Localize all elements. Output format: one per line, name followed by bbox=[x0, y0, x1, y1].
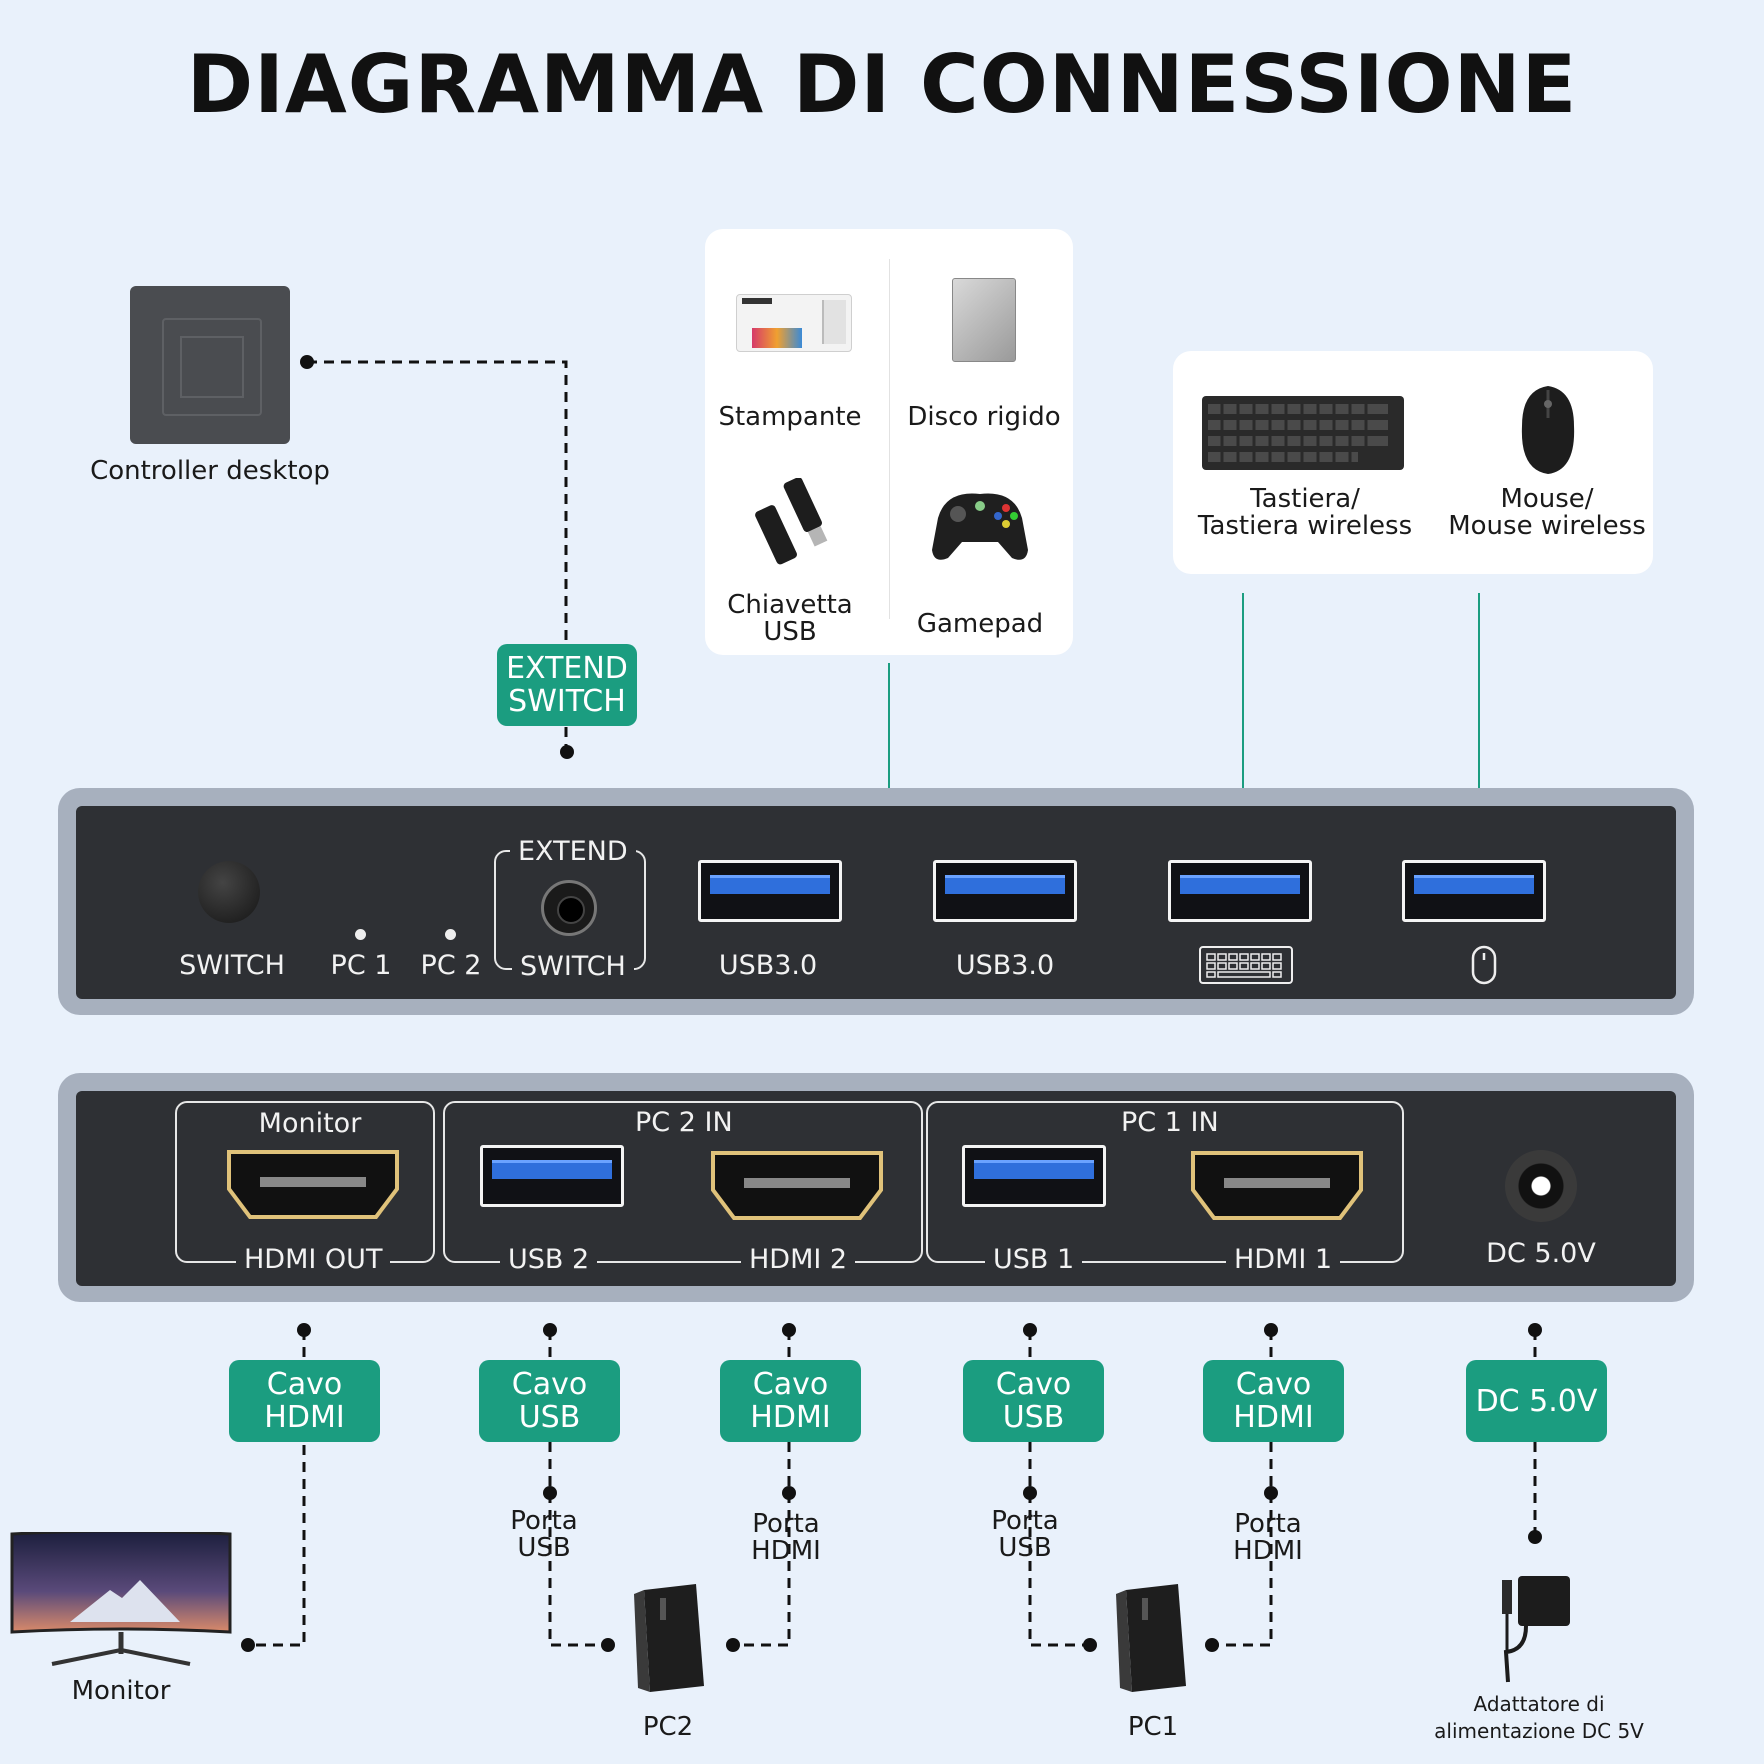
printer-label: Stampante bbox=[718, 402, 862, 432]
pc1-device-label: PC1 bbox=[1127, 1712, 1179, 1742]
hdmi-out-label: HDMI OUT bbox=[236, 1244, 391, 1275]
dc-power-jack[interactable] bbox=[1505, 1150, 1577, 1222]
front-usb3-port-2[interactable] bbox=[933, 860, 1077, 922]
pc1-in-label: PC 1 IN bbox=[1121, 1107, 1219, 1138]
power-adapter-icon bbox=[1502, 1576, 1570, 1683]
keyboard-label: Tastiera/ Tastiera wireless bbox=[1197, 484, 1413, 541]
controller-device bbox=[130, 286, 290, 444]
monitor-group-label: Monitor bbox=[258, 1108, 362, 1139]
mouse-label: Mouse/ Mouse wireless bbox=[1448, 484, 1646, 541]
front-panel bbox=[58, 788, 1694, 1015]
pc2-device-label: PC2 bbox=[642, 1712, 694, 1742]
front-mouse-port[interactable] bbox=[1402, 860, 1546, 922]
gamepad-icon bbox=[932, 493, 1028, 560]
extend-top-label: EXTEND bbox=[510, 836, 636, 867]
hdmi1-label: HDMI 1 bbox=[1226, 1244, 1341, 1275]
pc2-input-frame bbox=[443, 1101, 923, 1263]
pc1-hdmi-port-label: Porta HDMI bbox=[1233, 1509, 1303, 1566]
printer-icon bbox=[736, 284, 852, 362]
pc2-hdmi-port[interactable] bbox=[710, 1150, 884, 1222]
keyboard-icon bbox=[1202, 396, 1404, 470]
pc1-input-frame bbox=[926, 1101, 1404, 1263]
front-keyboard-port[interactable] bbox=[1168, 860, 1312, 922]
page-title: DIAGRAMMA DI CONNESSIONE bbox=[186, 38, 1578, 131]
pc1-tower-icon bbox=[1116, 1584, 1186, 1692]
controller-label: Controller desktop bbox=[90, 456, 330, 486]
extend-bottom-label: SWITCH bbox=[512, 951, 634, 982]
pc2-tower-icon bbox=[634, 1584, 704, 1692]
monitor-hdmi-cable-badge: Cavo HDMI bbox=[229, 1360, 380, 1442]
extend-switch-badge: EXTEND SWITCH bbox=[497, 644, 637, 726]
pc1-usb-port-label: Porta USB bbox=[991, 1506, 1059, 1563]
usb-stick-icon bbox=[755, 478, 828, 565]
pc2-in-label: PC 2 IN bbox=[635, 1107, 733, 1138]
pc2-usb-cable-badge: Cavo USB bbox=[479, 1360, 620, 1442]
pc2-led-label: PC 2 bbox=[420, 950, 482, 981]
monitor-icon bbox=[10, 1532, 232, 1666]
pc2-hdmi-cable-badge: Cavo HDMI bbox=[720, 1360, 861, 1442]
pc1-usb-port[interactable] bbox=[962, 1145, 1106, 1207]
hdmi2-label: HDMI 2 bbox=[741, 1244, 856, 1275]
pc1-led bbox=[355, 929, 366, 940]
usb-stick-label: Chiavetta USB bbox=[727, 590, 853, 647]
dc-port-label: DC 5.0V bbox=[1486, 1238, 1596, 1269]
front-usb3-label-2: USB3.0 bbox=[955, 950, 1055, 981]
pc1-led-label: PC 1 bbox=[330, 950, 392, 981]
switch-button[interactable] bbox=[198, 861, 260, 923]
front-usb3-port-1[interactable] bbox=[698, 860, 842, 922]
pc2-usb-port-label: Porta USB bbox=[510, 1506, 578, 1563]
front-usb3-label-1: USB3.0 bbox=[718, 950, 818, 981]
monitor-device-label: Monitor bbox=[71, 1676, 171, 1706]
mouse-icon bbox=[1521, 386, 1575, 474]
adapter-label: Adattatore di alimentazione DC 5V bbox=[1434, 1692, 1644, 1743]
pc2-usb-port[interactable] bbox=[480, 1145, 624, 1207]
pc2-led bbox=[445, 929, 456, 940]
keyboard-port-icon bbox=[1199, 946, 1293, 984]
pc1-hdmi-cable-badge: Cavo HDMI bbox=[1203, 1360, 1344, 1442]
usb1-label: USB 1 bbox=[985, 1244, 1083, 1275]
dc-cable-badge: DC 5.0V bbox=[1466, 1360, 1607, 1442]
extend-jack[interactable] bbox=[541, 880, 597, 936]
pc1-hdmi-port[interactable] bbox=[1190, 1150, 1364, 1222]
hard-drive-label: Disco rigido bbox=[907, 402, 1061, 432]
hard-drive-icon bbox=[952, 278, 1016, 362]
gamepad-label: Gamepad bbox=[916, 609, 1044, 639]
pc2-hdmi-port-label: Porta HDMI bbox=[751, 1509, 821, 1566]
usb2-label: USB 2 bbox=[500, 1244, 598, 1275]
pc1-usb-cable-badge: Cavo USB bbox=[963, 1360, 1104, 1442]
switch-label: SWITCH bbox=[179, 950, 285, 981]
hdmi-out-port[interactable] bbox=[226, 1149, 400, 1221]
mouse-port-icon bbox=[1471, 945, 1497, 985]
